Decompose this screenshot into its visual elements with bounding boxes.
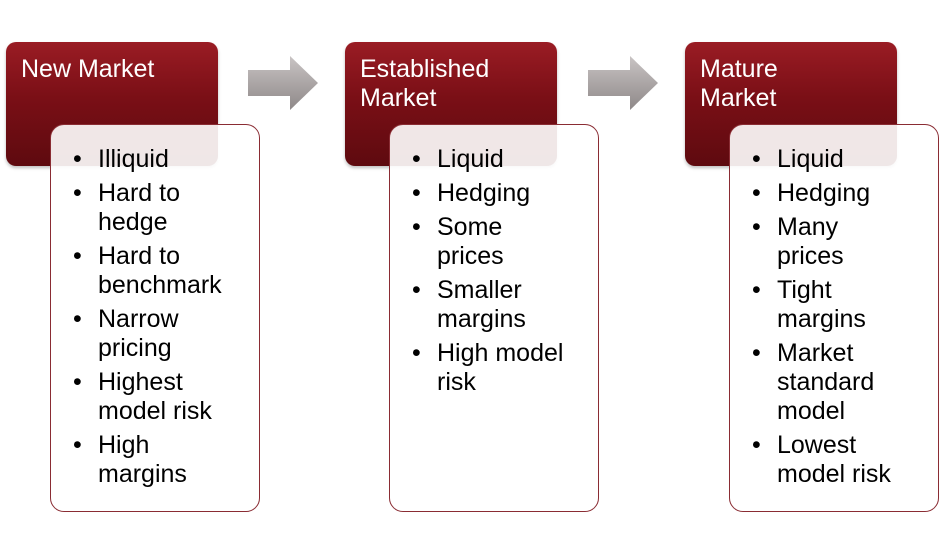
item-line: Narrow: [98, 305, 179, 333]
item-line: hedge: [98, 208, 168, 236]
list-item: • Smaller margins: [410, 276, 592, 334]
bullet-icon: •: [412, 179, 421, 207]
list-item: • Hedging: [410, 179, 592, 208]
feature-list: • Liquid • Hedging • Many prices • Tight…: [750, 145, 932, 489]
item-line: prices: [437, 242, 504, 270]
list-item: • Liquid: [410, 145, 592, 174]
item-line: Hedging: [437, 179, 531, 207]
list-item: • Liquid: [750, 145, 932, 174]
stage-card-established-market: • Liquid • Hedging • Some prices • Small…: [389, 124, 599, 512]
bullet-icon: •: [73, 145, 82, 173]
stage-title-line: Market: [700, 84, 777, 112]
list-item: • Illiquid: [71, 145, 253, 174]
list-item: • Hard to hedge: [71, 179, 253, 237]
stage-title-line: Mature: [700, 55, 778, 83]
item-line: Hedging: [777, 179, 871, 207]
item-line: risk: [437, 368, 476, 396]
item-line: model risk: [98, 397, 212, 425]
item-line: Highest: [98, 368, 183, 396]
item-line: margins: [98, 460, 187, 488]
bullet-icon: •: [412, 339, 421, 367]
stage-card-new-market: • Illiquid • Hard to hedge • Hard to ben…: [50, 124, 260, 512]
item-line: Liquid: [437, 145, 504, 173]
item-line: margins: [437, 305, 526, 333]
bullet-icon: •: [73, 431, 82, 459]
bullet-icon: •: [73, 368, 82, 396]
list-item: • Many prices: [750, 213, 932, 271]
item-line: Market: [777, 339, 854, 367]
item-line: Smaller: [437, 276, 522, 304]
bullet-icon: •: [412, 276, 421, 304]
bullet-icon: •: [412, 145, 421, 173]
item-line: benchmark: [98, 271, 222, 299]
list-item: • High margins: [71, 431, 253, 489]
item-line: standard: [777, 368, 875, 396]
list-item: • Hard to benchmark: [71, 242, 253, 300]
right-arrow-icon: [588, 56, 658, 110]
item-line: Hard to: [98, 242, 180, 270]
bullet-icon: •: [752, 213, 761, 241]
item-line: High model: [437, 339, 564, 367]
list-item: • High model risk: [410, 339, 592, 397]
bullet-icon: •: [752, 179, 761, 207]
bullet-icon: •: [412, 213, 421, 241]
item-line: prices: [777, 242, 844, 270]
item-line: Many: [777, 213, 839, 241]
stage-card-mature-market: • Liquid • Hedging • Many prices • Tight…: [729, 124, 939, 512]
list-item: • Some prices: [410, 213, 592, 271]
feature-list: • Liquid • Hedging • Some prices • Small…: [410, 145, 592, 397]
item-line: Illiquid: [98, 145, 169, 173]
item-line: Tight: [777, 276, 832, 304]
bullet-icon: •: [752, 276, 761, 304]
list-item: • Narrow pricing: [71, 305, 253, 363]
item-line: model risk: [777, 460, 891, 488]
item-line: High: [98, 431, 150, 459]
stage-title-line: New Market: [21, 55, 155, 83]
item-line: pricing: [98, 334, 172, 362]
item-line: Liquid: [777, 145, 844, 173]
bullet-icon: •: [73, 305, 82, 333]
bullet-icon: •: [73, 242, 82, 270]
list-item: • Market standard model: [750, 339, 932, 426]
right-arrow-icon: [248, 56, 318, 110]
bullet-icon: •: [752, 431, 761, 459]
item-line: model: [777, 397, 846, 425]
item-line: margins: [777, 305, 866, 333]
feature-list: • Illiquid • Hard to hedge • Hard to ben…: [71, 145, 253, 489]
list-item: • Highest model risk: [71, 368, 253, 426]
list-item: • Tight margins: [750, 276, 932, 334]
bullet-icon: •: [73, 179, 82, 207]
stage-title-line: Market: [360, 84, 437, 112]
list-item: • Lowest model risk: [750, 431, 932, 489]
item-line: Some: [437, 213, 503, 241]
item-line: Hard to: [98, 179, 180, 207]
bullet-icon: •: [752, 145, 761, 173]
stage-title-line: Established: [360, 55, 490, 83]
bullet-icon: •: [752, 339, 761, 367]
item-line: Lowest: [777, 431, 857, 459]
list-item: • Hedging: [750, 179, 932, 208]
